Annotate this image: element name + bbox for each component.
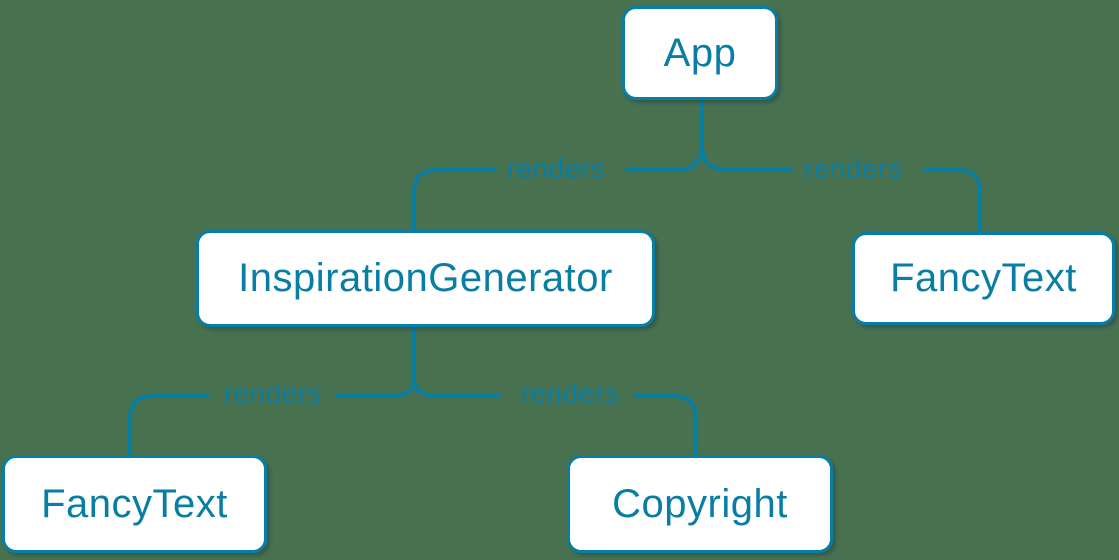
node-inspiration-generator: InspirationGenerator <box>196 230 655 327</box>
edge-app-fancytext-a <box>700 144 793 172</box>
node-app-label: App <box>663 30 737 75</box>
node-inspiration-generator-label: InspirationGenerator <box>238 256 613 300</box>
edge-inspiration-copyright-a <box>412 378 501 398</box>
node-fancy-text-bottom: FancyText <box>2 455 267 553</box>
edge-label-app-fancytext: renders <box>803 153 903 184</box>
edge-label-inspiration-fancytext: renders <box>223 378 323 409</box>
edge-app-fancytext-b <box>924 168 982 234</box>
edge-label-app-inspirationgenerator: renders <box>506 153 606 184</box>
node-fancy-text-top-label: FancyText <box>890 256 1077 300</box>
node-app: App <box>622 6 778 100</box>
edge-inspiration-fancytext-b <box>128 394 209 457</box>
node-copyright: Copyright <box>567 455 833 553</box>
edge-app-inspirationgenerator-b <box>412 168 497 232</box>
node-fancy-text-top: FancyText <box>852 232 1115 325</box>
edge-inspiration-copyright-b <box>633 394 698 457</box>
node-fancy-text-bottom-label: FancyText <box>41 481 228 526</box>
node-copyright-label: Copyright <box>612 481 788 526</box>
edge-app-inspirationgenerator-a <box>625 144 704 172</box>
edge-inspiration-fancytext-a <box>336 378 416 398</box>
edge-label-inspiration-copyright: renders <box>520 378 620 409</box>
